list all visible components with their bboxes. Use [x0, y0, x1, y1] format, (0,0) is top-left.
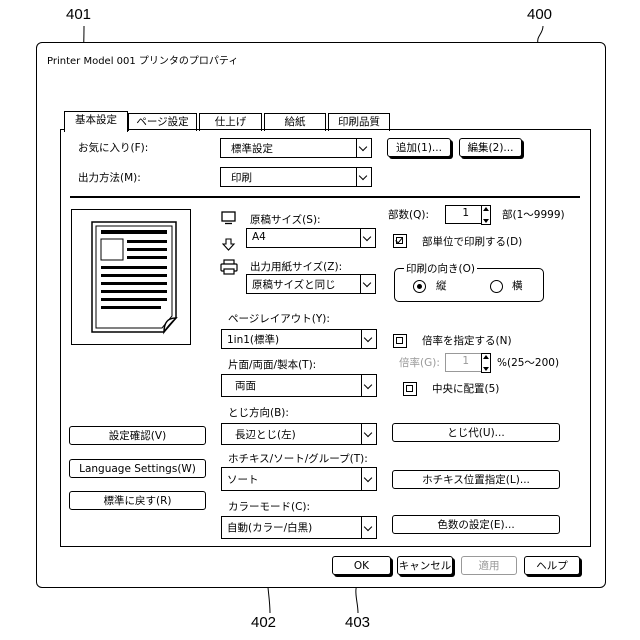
binding-margin-button[interactable]: とじ代(U)... [392, 423, 560, 442]
section-divider [70, 196, 580, 198]
favorites-value: 標準設定 [231, 141, 273, 156]
arrow-down-icon [222, 238, 236, 252]
staple-position-button[interactable]: ホチキス位置指定(L)... [392, 470, 560, 489]
tab-label: 印刷品質 [338, 116, 380, 128]
cancel-button[interactable]: キャンセル [397, 556, 453, 575]
edit-favorite-button[interactable]: 編集(2)... [459, 138, 522, 157]
help-button[interactable]: ヘルプ [524, 556, 580, 575]
staple-sort-value: ソート [227, 472, 259, 487]
chevron-down-icon [361, 517, 376, 538]
binding-select[interactable]: 長辺とじ(左) [221, 423, 377, 445]
paper-size-label: 出力用紙サイズ(Z): [250, 260, 342, 274]
scale-field-label: 倍率(G): [399, 356, 440, 370]
copies-spinner[interactable]: 1 [445, 205, 482, 224]
restore-defaults-button[interactable]: 標準に戻す(R) [69, 491, 206, 510]
settings-confirm-button[interactable]: 設定確認(V) [69, 426, 206, 445]
copies-label: 部数(Q): [388, 208, 429, 222]
checkmark-icon [396, 237, 403, 244]
scale-spinner[interactable]: 1 [445, 353, 482, 372]
color-count-button[interactable]: 色数の設定(E)... [392, 515, 560, 534]
scale-label: 倍率を指定する(N) [422, 334, 512, 348]
layout-preview-panel [71, 209, 191, 345]
spin-arrows-icon[interactable] [481, 353, 491, 373]
duplex-label: 片面/両面/製本(T): [228, 358, 316, 372]
page-preview-icon [72, 210, 189, 343]
page-layout-select[interactable]: 1in1(標準) [221, 329, 377, 349]
tab-label: 仕上げ [215, 116, 247, 128]
center-checkbox[interactable] [403, 382, 417, 396]
spin-arrows-icon[interactable] [481, 205, 491, 225]
tab-label: ページ設定 [136, 116, 188, 128]
paper-size-select[interactable]: 原稿サイズと同じ [246, 274, 376, 294]
checkbox-inner-icon [406, 385, 413, 392]
window-title: Printer Model 001 プリンタのプロパティ [47, 55, 238, 69]
orientation-legend: 印刷の向き(O) [404, 262, 477, 276]
original-size-select[interactable]: A4 [246, 228, 376, 248]
output-method-label: 出力方法(M): [78, 171, 141, 185]
center-label: 中央に配置(5) [432, 382, 499, 396]
output-method-select[interactable]: 印刷 [220, 167, 372, 187]
chevron-down-icon [361, 375, 376, 396]
page-layout-value: 1in1(標準) [227, 332, 279, 347]
chevron-down-icon [356, 168, 371, 186]
tab-basic-settings[interactable]: 基本設定 [64, 111, 128, 132]
original-size-label: 原稿サイズ(S): [250, 213, 321, 227]
landscape-radio[interactable] [490, 280, 503, 293]
add-favorite-button[interactable]: 追加(1)... [387, 138, 451, 157]
checkbox-inner-icon [396, 337, 403, 344]
page-layout-label: ページレイアウト(Y): [228, 312, 330, 326]
color-mode-select[interactable]: 自動(カラー/白黒) [221, 516, 377, 539]
portrait-radio[interactable] [413, 280, 426, 293]
ok-button[interactable]: OK [332, 556, 391, 575]
color-mode-value: 自動(カラー/白黒) [227, 520, 312, 535]
duplex-select[interactable]: 両面 [221, 374, 377, 397]
scale-checkbox[interactable] [393, 334, 407, 348]
tab-label: 給紙 [285, 116, 306, 128]
collate-checkbox[interactable] [393, 234, 407, 248]
landscape-label: 横 [512, 279, 523, 293]
paper-size-value: 原稿サイズと同じ [252, 277, 336, 292]
copies-range: 部(1〜9999) [502, 208, 565, 222]
favorites-select[interactable]: 標準設定 [220, 138, 372, 158]
portrait-label: 縦 [436, 279, 447, 293]
chevron-down-icon [356, 139, 371, 157]
scale-value: 1 [462, 355, 469, 367]
favorites-label: お気に入り(F): [78, 141, 148, 155]
staple-sort-select[interactable]: ソート [221, 467, 377, 491]
tab-label: 基本設定 [75, 114, 117, 126]
printer-icon [220, 259, 238, 275]
chevron-down-icon [360, 229, 375, 247]
duplex-value: 両面 [235, 378, 256, 393]
output-method-value: 印刷 [231, 170, 252, 185]
apply-button[interactable]: 適用 [461, 556, 517, 575]
collate-label: 部単位で印刷する(D) [422, 235, 522, 249]
original-size-value: A4 [252, 231, 266, 243]
staple-sort-label: ホチキス/ソート/グループ(T): [228, 452, 368, 466]
binding-value: 長辺とじ(左) [235, 427, 296, 442]
copies-value: 1 [462, 207, 469, 219]
binding-label: とじ方向(B): [228, 406, 289, 420]
chevron-down-icon [361, 424, 376, 444]
monitor-icon [221, 211, 237, 225]
chevron-down-icon [361, 330, 376, 348]
language-settings-button[interactable]: Language Settings(W) [69, 459, 206, 478]
color-mode-label: カラーモード(C): [228, 500, 310, 514]
scale-range: %(25〜200) [497, 356, 559, 370]
chevron-down-icon [361, 468, 376, 490]
chevron-down-icon [360, 275, 375, 293]
